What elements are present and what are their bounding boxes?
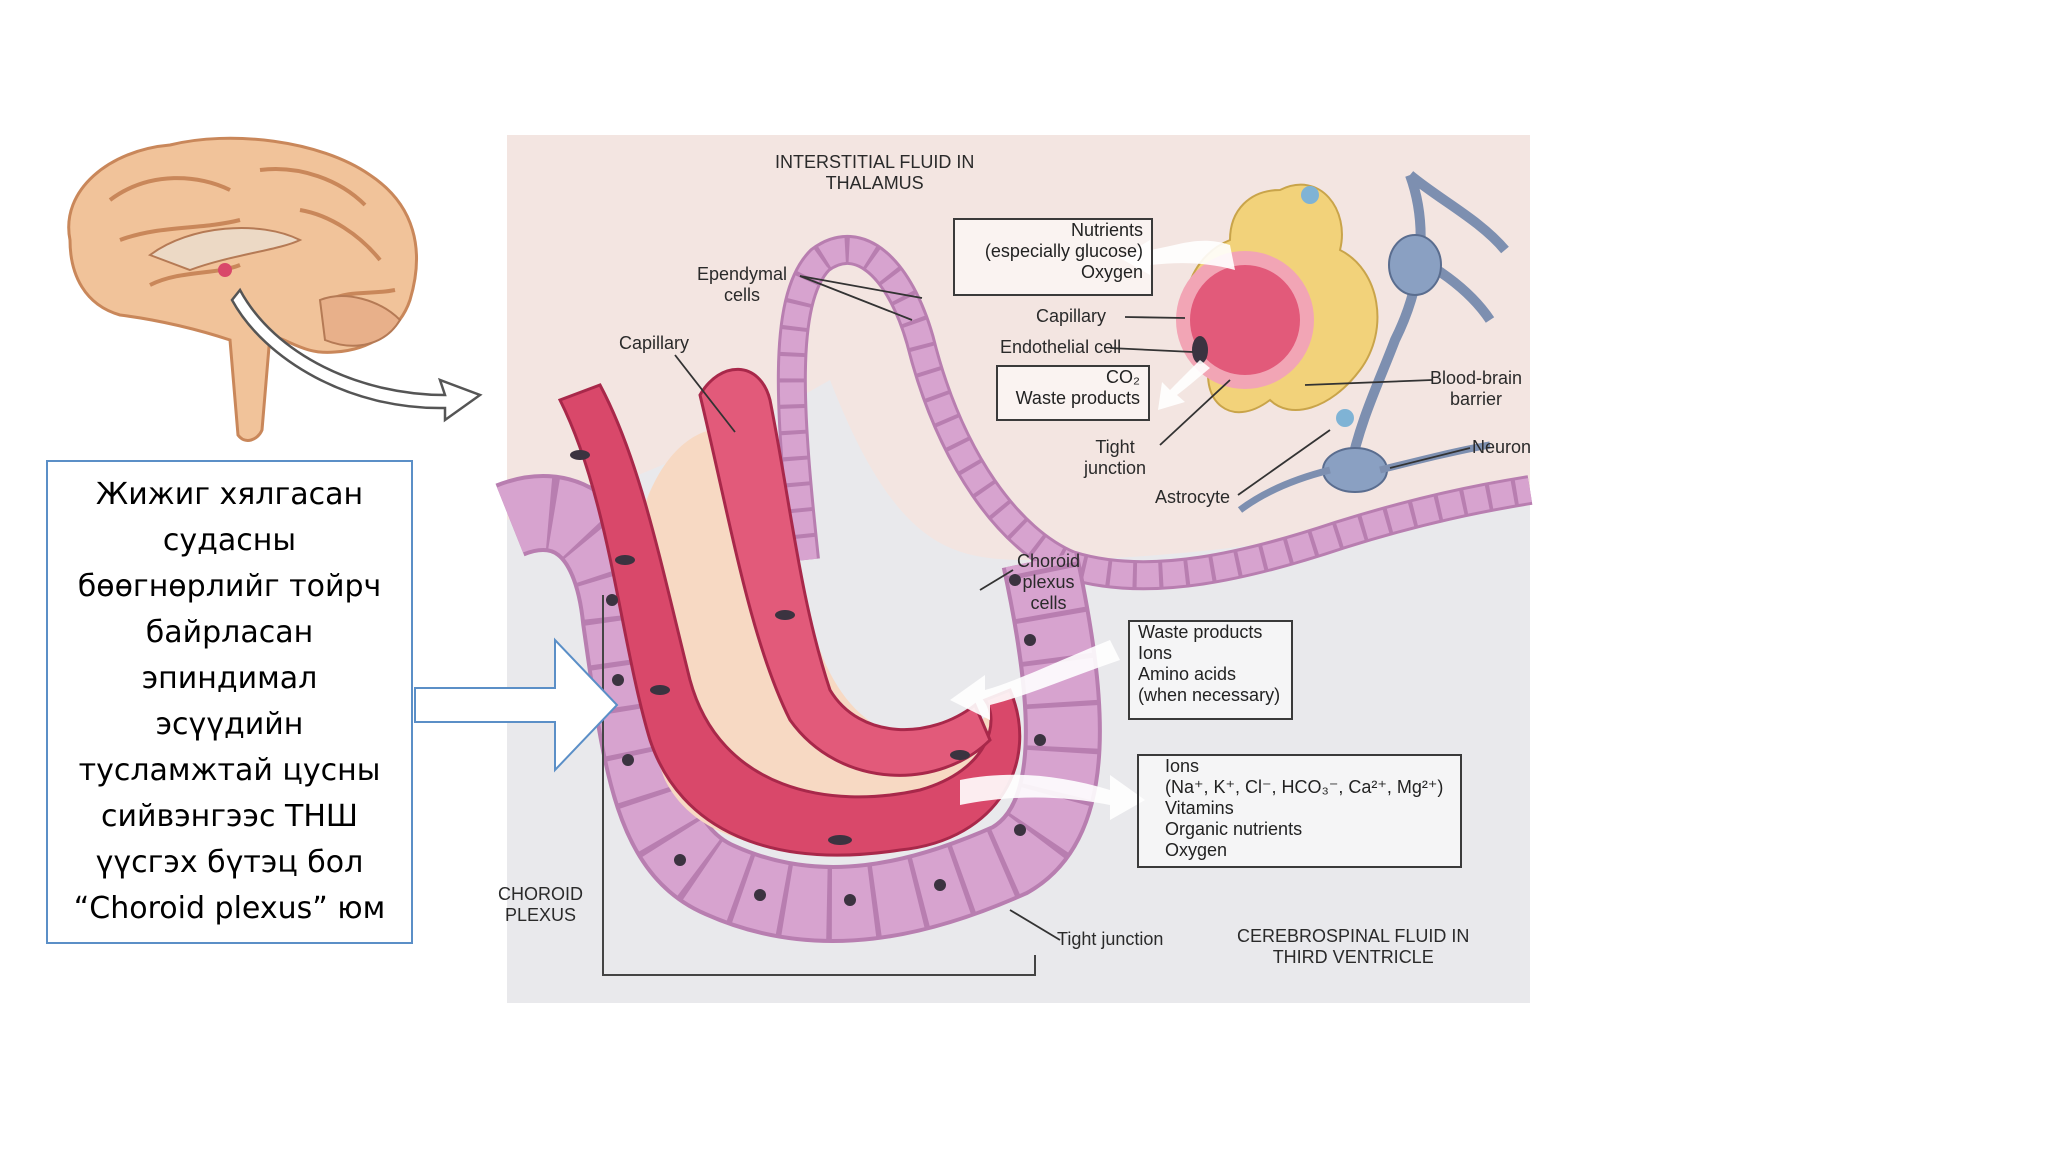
box-ions-line5: Oxygen [1165, 840, 1228, 860]
box-ions-list: Ions (Na⁺, K⁺, Cl⁻, HCO₃⁻, Ca²⁺, Mg²⁺) V… [1137, 754, 1462, 868]
label-csf-line1: CEREBROSPINAL FLUID IN [1237, 926, 1470, 946]
label-choroid-plexus-cells: Choroid plexus cells [1017, 551, 1080, 614]
label-tight-junction-top: Tight junction [1084, 437, 1146, 479]
box-nutrients-line3: Oxygen [1080, 262, 1143, 282]
label-ependymal-cells: Ependymal cells [697, 264, 787, 306]
box-ions-line4: Organic nutrients [1165, 819, 1303, 839]
box-ions-line2: (Na⁺, K⁺, Cl⁻, HCO₃⁻, Ca²⁺, Mg²⁺) [1165, 777, 1444, 797]
box-waste-line2: Ions [1138, 643, 1173, 663]
brain-illustration [67, 136, 418, 442]
description-callout: Жижиг хялгасан судасны бөөгнөрлийг тойрч… [46, 460, 413, 944]
label-interstitial-line2: THALAMUS [825, 173, 924, 193]
box-co2-line1: CO₂ [1106, 367, 1140, 387]
label-choroid-plexus-line1: CHOROID [498, 884, 583, 904]
box-nutrients-line2: (especially glucose) [984, 241, 1143, 261]
label-capillary-left: Capillary [619, 333, 690, 353]
callout-text: Жижиг хялгасан судасны бөөгнөрлийг тойрч… [73, 477, 386, 926]
label-tight-line2: junction [1084, 458, 1147, 478]
label-interstitial-line1: INTERSTITIAL FLUID IN [775, 152, 975, 172]
label-astrocyte: Astrocyte [1155, 487, 1231, 507]
label-bbb-line2: barrier [1450, 389, 1503, 409]
label-csf-line2: THIRD VENTRICLE [1272, 947, 1434, 967]
label-tight-line1: Tight [1095, 437, 1135, 457]
label-endothelial-cell: Endothelial cell [1000, 337, 1122, 357]
box-waste-line3: Amino acids [1138, 664, 1237, 684]
curved-arrow [230, 287, 483, 423]
label-bbb-line1: Blood-brain [1430, 368, 1523, 388]
label-choroid-cells-line3: cells [1030, 593, 1067, 613]
label-blood-brain-barrier: Blood-brain barrier [1430, 368, 1522, 410]
box-waste-line1: Waste products [1138, 622, 1263, 642]
label-ependymal-line1: Ependymal [697, 264, 788, 284]
box-waste-line4: (when necessary) [1138, 685, 1281, 705]
label-choroid-plexus-line2: PLEXUS [504, 905, 577, 925]
box-waste-ions: Waste products Ions Amino acids (when ne… [1128, 620, 1293, 720]
box-co2-line2: Waste products [1015, 388, 1140, 408]
label-tight-junction-bottom: Tight junction [1057, 929, 1164, 949]
block-arrow-icon [414, 637, 619, 773]
label-interstitial-fluid: INTERSTITIAL FLUID IN THALAMUS [775, 152, 974, 194]
box-ions-line3: Vitamins [1165, 798, 1234, 818]
box-ions-line1: Ions [1165, 756, 1200, 776]
label-choroid-cells-line2: plexus [1022, 572, 1075, 592]
box-nutrients-line1: Nutrients [1070, 220, 1143, 240]
label-ependymal-line2: cells [724, 285, 761, 305]
label-capillary-right: Capillary [1036, 306, 1107, 326]
label-neuron: Neuron [1472, 437, 1532, 457]
label-choroid-plexus: CHOROID PLEXUS [498, 884, 583, 926]
label-choroid-cells-line1: Choroid [1017, 551, 1081, 571]
box-nutrients: Nutrients (especially glucose) Oxygen [953, 218, 1153, 296]
blood-brain-barrier-illustration [1176, 171, 1509, 513]
label-csf-third-ventricle: CEREBROSPINAL FLUID IN THIRD VENTRICLE [1237, 926, 1469, 968]
box-co2-waste: CO₂ Waste products [996, 365, 1150, 421]
